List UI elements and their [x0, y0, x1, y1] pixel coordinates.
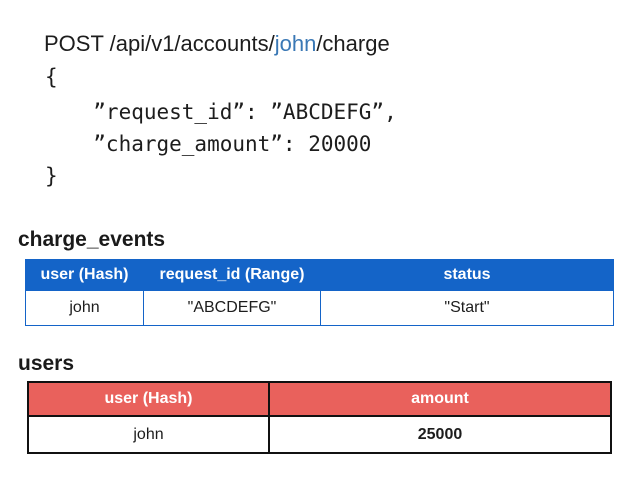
- users-table-caption: users: [18, 352, 75, 375]
- table-header-row: user (Hash) request_id (Range) status: [25, 259, 614, 291]
- table-row: john "ABCDEFG" "Start": [25, 290, 614, 326]
- table-row: john 25000: [27, 415, 612, 454]
- cell-request-id: "ABCDEFG": [143, 290, 321, 326]
- column-header-request-id-range: request_id (Range): [143, 259, 321, 291]
- json-body-request-id-line: ”request_id”: ”ABCDEFG”,: [68, 100, 397, 124]
- request-path-user-highlight: john: [274, 31, 317, 56]
- request-method-and-path-prefix: POST /api/v1/accounts/: [44, 31, 275, 56]
- cell-status: "Start": [320, 290, 614, 326]
- json-body-charge-amount-line: ”charge_amount”: 20000: [68, 132, 372, 156]
- charge-events-table: user (Hash) request_id (Range) status jo…: [25, 259, 614, 326]
- cell-user: john: [25, 290, 144, 326]
- cell-user: john: [27, 415, 270, 454]
- column-header-amount: amount: [268, 381, 612, 417]
- cell-amount: 25000: [268, 415, 612, 454]
- table-header-row: user (Hash) amount: [27, 381, 612, 417]
- users-table: user (Hash) amount john 25000: [27, 381, 612, 454]
- json-body-brace-close: }: [45, 164, 58, 188]
- column-header-user-hash: user (Hash): [27, 381, 270, 417]
- column-header-status: status: [320, 259, 614, 291]
- http-request-line: POST /api/v1/accounts/john/charge: [44, 30, 390, 58]
- column-header-user-hash: user (Hash): [25, 259, 144, 291]
- charge-events-table-caption: charge_events: [18, 228, 166, 251]
- json-body-brace-open: {: [45, 65, 58, 89]
- request-path-suffix: /charge: [316, 31, 390, 56]
